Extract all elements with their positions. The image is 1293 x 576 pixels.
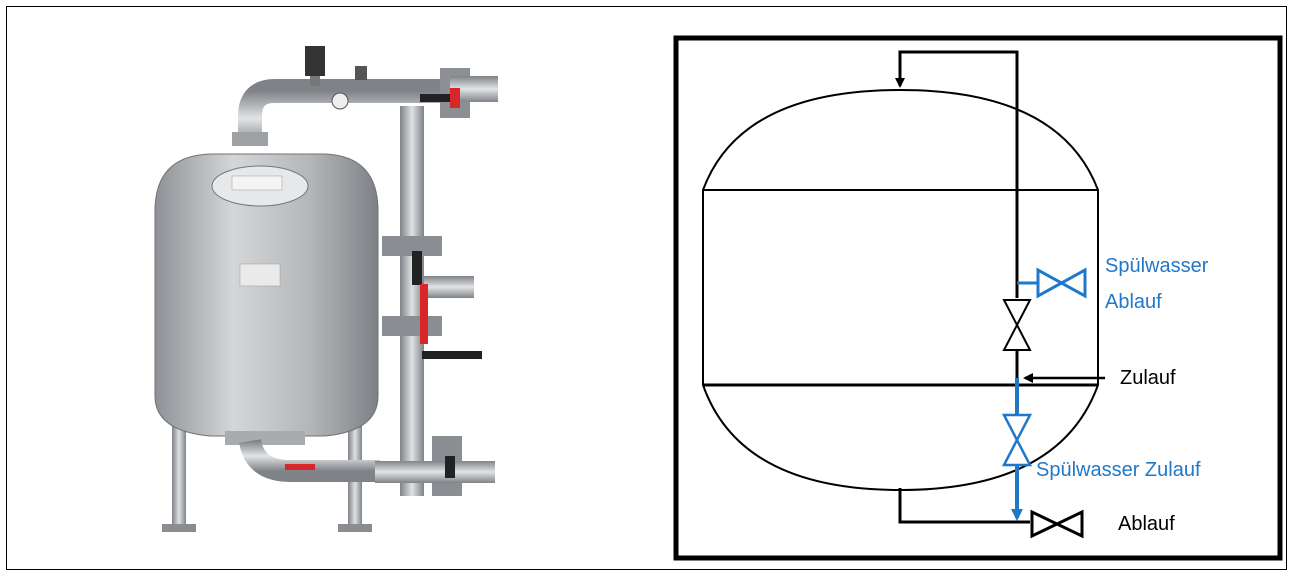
filter-vessel-photo bbox=[154, 46, 498, 532]
label-spuelwasser-ablauf-1: Spülwasser bbox=[1105, 255, 1209, 277]
label-spuelwasser-zulauf: Spülwasser Zulauf bbox=[1036, 459, 1201, 481]
label-zulauf: Zulauf bbox=[1120, 367, 1176, 389]
label-ablauf: Ablauf bbox=[1118, 513, 1175, 535]
label-spuelwasser-ablauf-2: Ablauf bbox=[1105, 291, 1162, 313]
tank-body bbox=[154, 153, 379, 437]
